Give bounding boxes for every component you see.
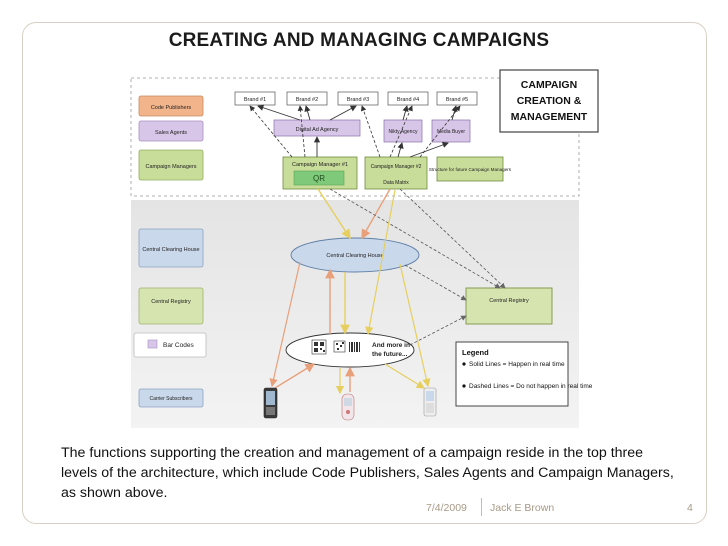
brand-box-3 xyxy=(337,91,379,106)
central-clearing-house-box xyxy=(138,228,204,268)
brand-label-4: Brand #4 xyxy=(397,97,419,103)
footer-author: Jack E Brown xyxy=(490,502,555,514)
arrow-digital-brand2 xyxy=(304,105,311,121)
code-publishers-label: Code Publishers xyxy=(151,105,192,111)
arrow-cm2-clearing xyxy=(361,188,391,240)
bar-codes-swatch xyxy=(147,339,158,349)
arrow-cm1-registry xyxy=(329,188,501,289)
central-registry-node xyxy=(465,287,553,325)
slide-title: CREATING AND MANAGING CAMPAIGNS xyxy=(168,30,550,51)
brand-label-3: Brand #3 xyxy=(347,97,369,103)
arrow-cm2-barcodes xyxy=(365,189,396,336)
future-managers-label: Structure for future Campaign Managers xyxy=(429,167,512,172)
arrow-cm1-brand2 xyxy=(297,105,306,158)
qr-label: QR xyxy=(313,174,325,183)
arrow-cm2-media xyxy=(409,141,449,158)
central-registry-box xyxy=(138,287,204,325)
brand-box-5 xyxy=(436,91,478,106)
agency-box-media xyxy=(431,119,471,143)
brand-box-1 xyxy=(234,91,276,106)
sales-agents-box xyxy=(138,120,204,142)
callout-line-1: CAMPAIGN xyxy=(521,79,577,91)
arrow-barcodes-phone3 xyxy=(384,363,426,389)
arrow-barcodes-registry xyxy=(409,315,467,346)
central-clearing-house-node xyxy=(290,237,420,273)
legend-item-1: Solid Lines = Happen in real time xyxy=(469,361,565,368)
agency-label-media: Media Buyer xyxy=(437,129,465,135)
central-registry-label: Central Registry xyxy=(151,299,191,305)
bar-codes-box xyxy=(133,332,207,358)
arrow-cm2-nikty xyxy=(397,142,404,158)
legend-box xyxy=(455,341,569,407)
arrow-cm2-brand5 xyxy=(419,105,461,158)
brand-label-5: Brand #5 xyxy=(446,97,468,103)
qr-badge xyxy=(293,170,345,186)
campaign-managers-box xyxy=(138,149,204,181)
arrow-cm2-brand4 xyxy=(389,105,413,158)
legend-bullet-2 xyxy=(462,384,466,388)
future-text-2: the future... xyxy=(372,351,408,358)
callout-line-2: CREATION & xyxy=(517,95,582,107)
legend-bullet-1 xyxy=(462,362,466,366)
arrow-clearing-phone1 xyxy=(269,261,301,388)
arrow-digital-brand3 xyxy=(329,105,357,121)
page-number: 4 xyxy=(687,502,693,514)
central-clearing-house-label: Central Clearing House xyxy=(142,247,199,253)
legend-item-2: Dashed Lines = Do not happen in real tim… xyxy=(469,383,593,390)
bar-codes-label: Bar Codes xyxy=(163,342,194,349)
brand-label-2: Brand #2 xyxy=(296,97,318,103)
qr-code-icon xyxy=(311,339,327,355)
arrow-cm2-registry xyxy=(399,188,506,289)
agency-label-digital: Digital Ad Agency xyxy=(296,127,339,133)
barcode-icon xyxy=(349,342,360,352)
campaign-manager-2-box xyxy=(364,156,428,190)
arrow-phone1-barcodes xyxy=(274,363,316,389)
future-text-1: And more in xyxy=(372,342,410,349)
central-clearing-house-node-label: Central Clearing House xyxy=(326,253,383,259)
footer-date: 7/4/2009 xyxy=(426,502,467,514)
sales-agents-label: Sales Agents xyxy=(155,130,187,136)
brand-box-4 xyxy=(387,91,429,106)
phone-icon-2 xyxy=(341,393,355,421)
arrow-clearing-phone3 xyxy=(399,263,431,388)
campaign-manager-1-label: Campaign Manager #1 xyxy=(292,162,348,168)
arrow-cm1-brand1 xyxy=(249,105,293,158)
campaign-managers-label: Campaign Managers xyxy=(145,164,196,170)
phone-icon-1 xyxy=(263,387,278,419)
campaign-manager-2-label: Campaign Manager #2 xyxy=(371,164,422,170)
brand-box-2 xyxy=(286,91,328,106)
data-matrix-label: Data Matrix xyxy=(383,180,409,186)
central-registry-node-label: Central Registry xyxy=(489,298,529,304)
carrier-subscribers-box xyxy=(138,388,204,408)
agency-box-digital xyxy=(273,119,361,137)
agency-label-nikty: Nikty Agency xyxy=(389,129,418,135)
brand-label-1: Brand #1 xyxy=(244,97,266,103)
slide-description: The functions supporting the creation an… xyxy=(61,445,674,501)
callout-line-3: MANAGEMENT xyxy=(511,111,588,123)
footer-separator xyxy=(481,498,482,516)
future-managers-box xyxy=(436,156,504,182)
arrow-cm1-clearing xyxy=(317,188,351,240)
arrow-cm2-brand3 xyxy=(360,105,381,158)
data-matrix-icon xyxy=(333,340,346,353)
carrier-subscribers-label: Carrier Subscribers xyxy=(149,396,193,402)
legend-title: Legend xyxy=(462,348,489,357)
arrow-digital-brand1 xyxy=(257,104,301,121)
code-publishers-box xyxy=(138,95,204,117)
arrow-clearing-registry xyxy=(404,264,467,301)
arrow-nikty-brand4 xyxy=(402,105,409,121)
phone-icon-3 xyxy=(423,387,437,417)
campaign-creation-callout xyxy=(499,69,599,133)
